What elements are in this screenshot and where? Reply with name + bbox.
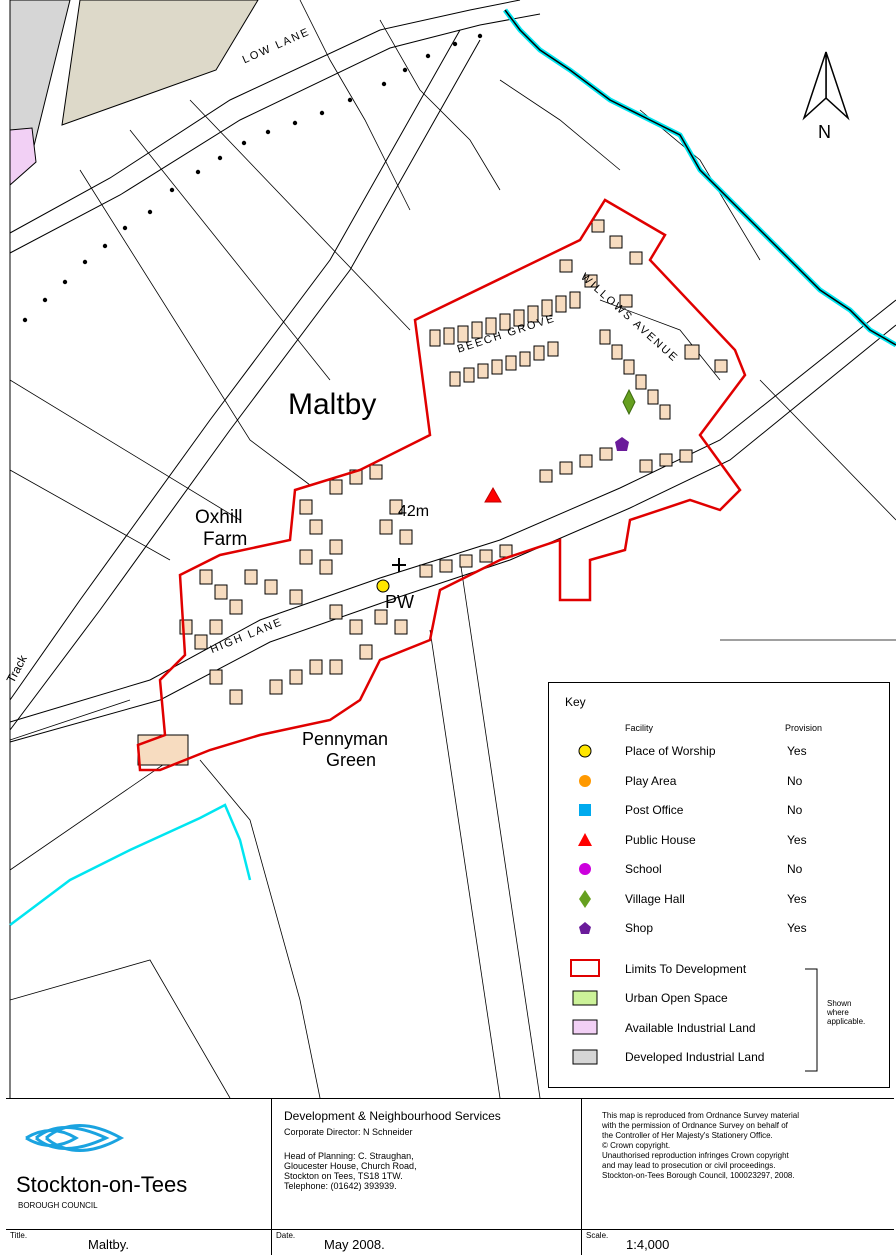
key-note-line3: applicable. <box>827 1017 866 1026</box>
facility-provision-village-hall: Yes <box>787 892 807 906</box>
key-note-line1: Shown <box>827 999 852 1008</box>
village-hall-icon <box>579 890 591 908</box>
road-low-lane <box>9 0 541 254</box>
area-label-developed-industrial: Developed Industrial Land <box>625 1050 765 1064</box>
urban-open-space-swatch <box>572 990 598 1006</box>
road-high-lane <box>9 299 896 743</box>
place-of-worship-icon <box>578 744 592 758</box>
facility-provision-play-area: No <box>787 774 803 788</box>
available-industrial-land <box>9 127 37 187</box>
copyright-line2: with the permission of Ordnance Survey o… <box>602 1121 788 1130</box>
copyright-line4: © Crown copyright. <box>602 1141 671 1150</box>
scale-cell: Scale. 1:4,000 <box>582 1230 894 1255</box>
copyright-line6: and may lead to prosecution or civil pro… <box>602 1161 776 1170</box>
council-name: Stockton-on-Tees <box>16 1172 188 1197</box>
facility-provision-school: No <box>787 862 803 876</box>
village-hall-marker[interactable] <box>622 388 636 416</box>
place-of-worship-marker[interactable] <box>376 579 390 593</box>
address-line3: Stockton on Tees, TS18 1TW. <box>284 1171 403 1181</box>
north-label: N <box>818 122 831 142</box>
title-label: Title. <box>10 1231 28 1240</box>
worship-abbrev-label: PW <box>385 592 414 612</box>
key-col-facility: Facility <box>625 723 654 733</box>
facility-label-place-of-worship: Place of Worship <box>625 744 716 758</box>
key-title: Key <box>565 695 586 709</box>
area-label-available-industrial: Available Industrial Land <box>625 1021 756 1035</box>
department-box: Development & Neighbourhood Services Cor… <box>272 1099 582 1229</box>
play-area-icon <box>579 775 591 787</box>
title-row: Title. Maltby. Date. May 2008. Scale. 1:… <box>6 1229 894 1255</box>
copyright-line1: This map is reproduced from Ordnance Sur… <box>602 1111 799 1120</box>
north-arrow-icon <box>802 51 850 121</box>
school-icon <box>579 863 591 875</box>
copyright-line3: the Controller of Her Majesty's Statione… <box>602 1131 773 1140</box>
facility-provision-place-of-worship: Yes <box>787 744 807 758</box>
copyright-box: This map is reproduced from Ordnance Sur… <box>582 1099 894 1229</box>
footpath-dots <box>22 33 483 323</box>
facility-provision-post-office: No <box>787 803 803 817</box>
title-value: Maltby. <box>88 1237 129 1252</box>
river <box>9 8 896 926</box>
village-name-label: Maltby <box>288 388 377 421</box>
church-cross-symbol <box>392 558 406 572</box>
council-wave-logo-icon <box>25 1124 125 1152</box>
facility-label-school: School <box>625 862 662 876</box>
date-value: May 2008. <box>324 1237 385 1252</box>
limits-to-development <box>136 198 747 772</box>
spot-height-label: 42m <box>398 503 430 520</box>
facility-label-shop: Shop <box>625 921 654 935</box>
facility-label-play-area: Play Area <box>625 774 677 788</box>
date-cell: Date. May 2008. <box>272 1230 582 1255</box>
date-label: Date. <box>276 1231 296 1240</box>
developed-industrial-land-swatch <box>572 1049 598 1065</box>
address-line2: Gloucester House, Church Road, <box>284 1161 417 1171</box>
green-name-line1: Pennyman <box>302 729 389 749</box>
map-canvas <box>9 0 896 1099</box>
public-house-icon <box>578 833 592 846</box>
council-logo-box: Stockton-on-Tees BOROUGH COUNCIL <box>6 1099 272 1229</box>
green-name-line2: Green <box>326 750 377 770</box>
available-industrial-land-swatch <box>572 1019 598 1035</box>
farm-name-line1: Oxhill <box>195 507 243 528</box>
address-line1: Head of Planning: C. Straughan, <box>284 1151 414 1161</box>
limits-to-development-swatch <box>570 959 600 977</box>
key-symbols <box>570 744 818 1072</box>
director-name: Corporate Director: N Schneider <box>284 1127 413 1137</box>
developed-industrial-land <box>61 0 259 126</box>
address-line4: Telephone: (01642) 393939. <box>284 1181 397 1191</box>
map-key: Key Facility Provision Place of Worship … <box>548 682 890 1088</box>
field-boundaries <box>9 0 896 1099</box>
farm-name-line2: Farm <box>203 529 248 550</box>
area-label-limits: Limits To Development <box>625 962 747 976</box>
council-subtitle: BOROUGH COUNCIL <box>18 1201 98 1210</box>
key-col-provision: Provision <box>785 723 823 733</box>
shop-marker[interactable] <box>615 437 629 451</box>
key-note-line2: where <box>827 1008 849 1017</box>
facility-label-public-house: Public House <box>625 833 696 847</box>
department-name: Development & Neighbourhood Services <box>284 1109 501 1123</box>
title-cell: Title. Maltby. <box>6 1230 272 1255</box>
bracket <box>805 968 818 1072</box>
facility-provision-shop: Yes <box>787 921 807 935</box>
copyright-line5: Unauthorised reproduction infringes Crow… <box>602 1151 789 1160</box>
buildings <box>137 219 728 766</box>
public-house-marker[interactable] <box>484 486 502 503</box>
facility-provision-public-house: Yes <box>787 833 807 847</box>
copyright-line7: Stockton-on-Tees Borough Council, 100023… <box>602 1171 795 1180</box>
title-block: Stockton-on-Tees BOROUGH COUNCIL Develop… <box>6 1098 894 1255</box>
facility-label-village-hall: Village Hall <box>625 892 685 906</box>
road-track <box>9 29 481 731</box>
scale-value: 1:4,000 <box>626 1237 670 1252</box>
shop-icon <box>579 922 591 934</box>
facility-label-post-office: Post Office <box>625 803 684 817</box>
map-area[interactable]: Maltby Oxhill Farm Pennyman Green PW 42m… <box>0 0 896 1099</box>
area-label-open-space: Urban Open Space <box>625 991 728 1005</box>
post-office-icon <box>579 804 591 816</box>
scale-label: Scale. <box>586 1231 609 1240</box>
